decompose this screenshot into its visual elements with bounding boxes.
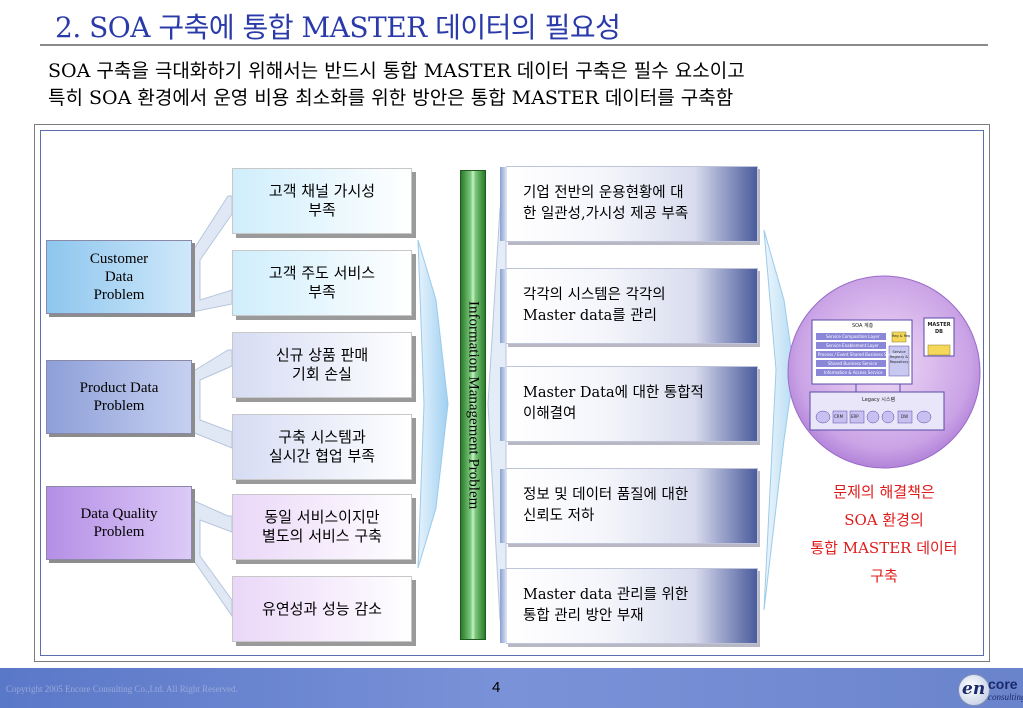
- title-divider: [40, 44, 988, 46]
- sub-problem-box: 유연성과 성능 감소: [232, 576, 412, 642]
- subtitle: SOA 구축을 극대화하기 위해서는 반드시 통합 MASTER 데이터 구축은…: [48, 58, 745, 112]
- diagram-frame-inner: [40, 130, 984, 656]
- soa-layer-3: Process / Event Shared Business Services: [818, 352, 901, 357]
- product-data-problem-box: Product Data Problem: [46, 360, 192, 434]
- soa-layer-1: Service Composition Layer: [826, 334, 880, 339]
- subtitle-line-2: 특히 SOA 환경에서 운영 비용 최소화를 위한 방안은 통합 MASTER …: [48, 87, 734, 109]
- subtitle-line-1: SOA 구축을 극대화하기 위해서는 반드시 통합 MASTER 데이터 구축은…: [48, 60, 745, 82]
- legacy-erp-label: ERP: [851, 414, 859, 419]
- data-quality-problem-box: Data Quality Problem: [46, 486, 192, 560]
- copyright-text: Copyright 2005 Encore Consulting Co.,Ltd…: [6, 684, 238, 694]
- legacy-dw-label: DW: [901, 414, 909, 419]
- encore-logo-icon: en core consulting: [958, 674, 1023, 706]
- customer-data-problem-box: Customer Data Problem: [46, 240, 192, 314]
- diagram-frame: [34, 124, 990, 662]
- footer-bar: [0, 668, 1023, 708]
- soa-registry-label: Service Registry & Repository: [889, 350, 909, 364]
- master-db-label: MASTER DB: [927, 322, 951, 335]
- page-title: 2. SOA 구축에 통합 MASTER 데이터의 필요성: [55, 11, 621, 44]
- soa-header-label: SOA 계층: [852, 323, 874, 329]
- legacy-label: Legacy 시스템: [862, 397, 896, 403]
- information-management-bar: [460, 170, 486, 640]
- page-number: 4: [492, 679, 501, 696]
- information-management-label: Information Management Problem: [465, 300, 482, 510]
- legacy-crm-label: CRM: [834, 414, 844, 419]
- solution-text: 문제의 해결책은 SOA 환경의 통합 MASTER 데이터 구축: [810, 483, 958, 585]
- soa-layer-2: Service Enablement Layer: [826, 343, 879, 348]
- soa-layer-5: Information & Access Service: [824, 370, 883, 375]
- soa-layer-4: Shared Business Service: [828, 361, 878, 366]
- soa-side-tag: Reg & Rep: [892, 334, 911, 338]
